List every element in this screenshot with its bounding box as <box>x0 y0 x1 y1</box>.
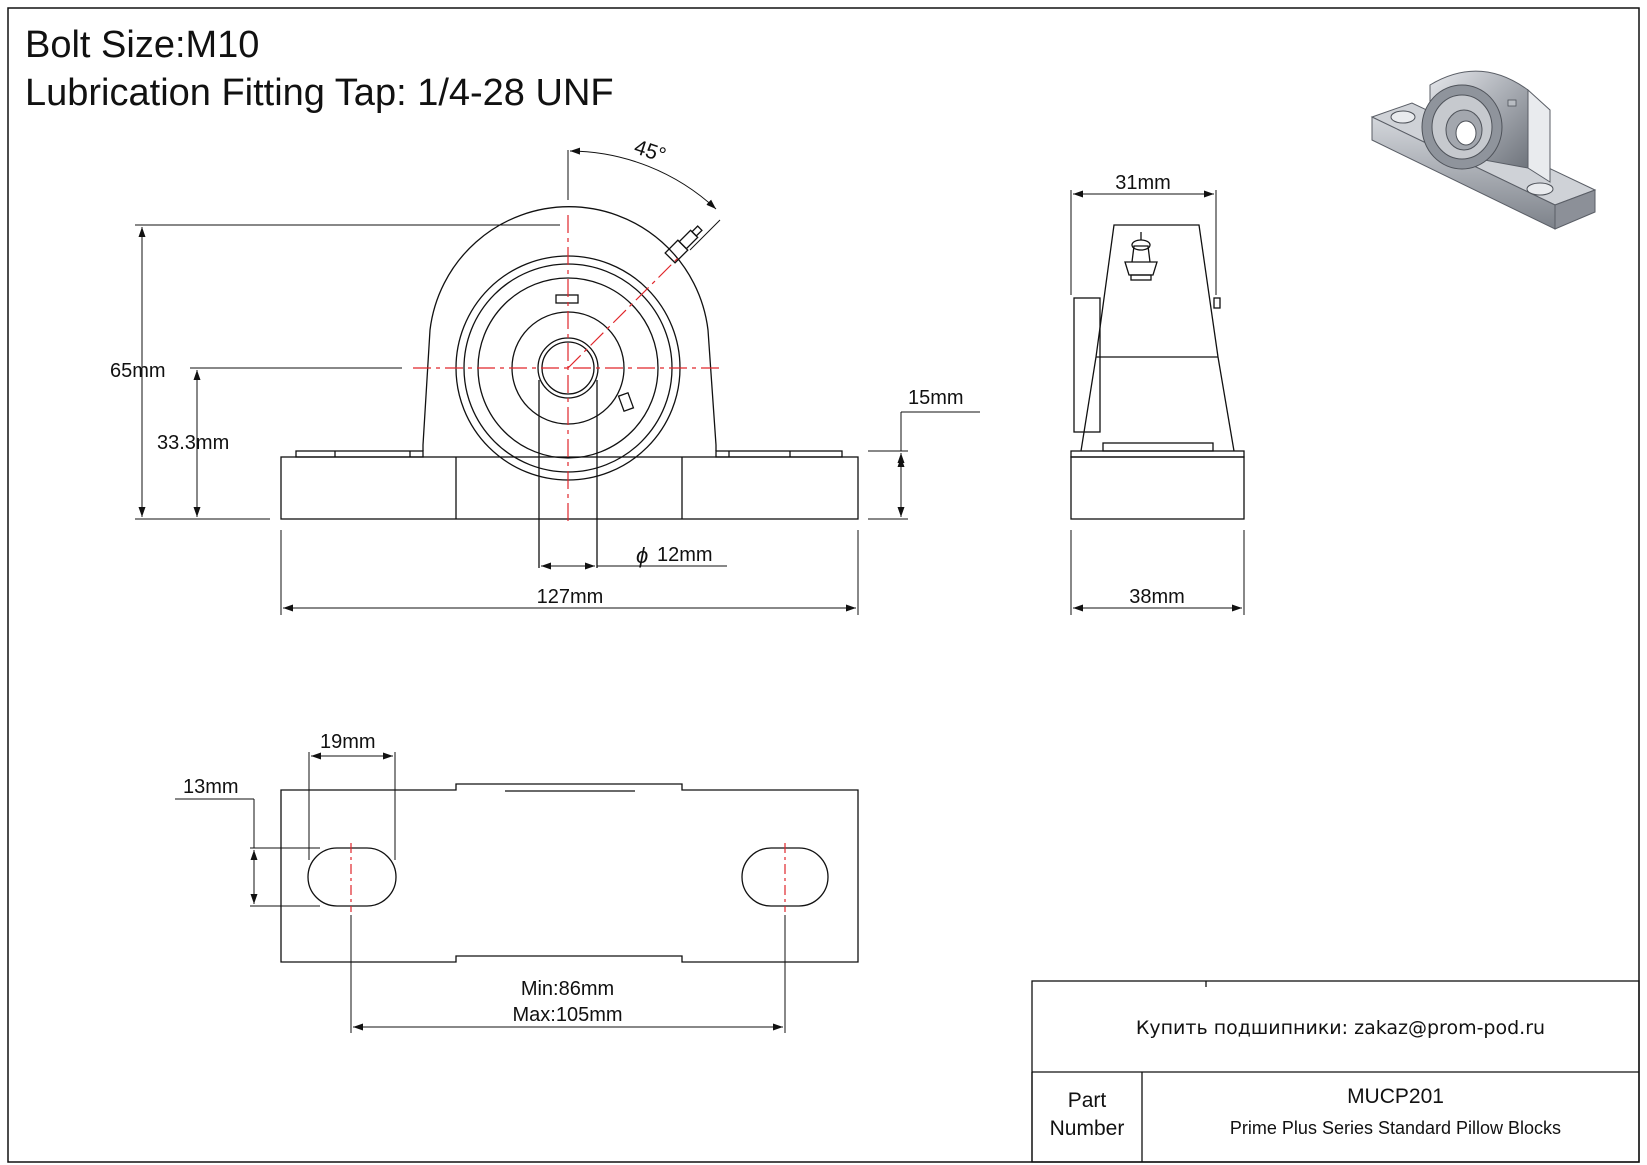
side-dimensions <box>1070 190 1245 615</box>
slot-length-label: 19mm <box>320 731 376 753</box>
diameter-symbol: ϕ <box>636 543 649 568</box>
front-view <box>280 206 859 568</box>
top-width-label: 31mm <box>1115 172 1171 194</box>
sheet-border <box>7 7 1640 1163</box>
bottom-view <box>280 783 859 963</box>
side-view <box>1070 224 1245 520</box>
front-centerlines <box>413 215 724 523</box>
base-height-label: 15mm <box>908 387 964 409</box>
title-block <box>1031 980 1640 1163</box>
lubrication-label: Lubrication Fitting Tap: 1/4-28 UNF <box>25 72 614 114</box>
bolt-spacing-max-label: Max:105mm <box>512 1004 623 1026</box>
front-dimensions <box>135 147 980 615</box>
bottom-centerlines <box>350 843 786 912</box>
part-number-value: MUCP201 <box>1347 1085 1444 1108</box>
bolt-size-label: Bolt Size:M10 <box>25 24 260 66</box>
pillow-block-render <box>1370 70 1597 230</box>
part-number-label: Part Number <box>1049 1089 1125 1140</box>
bore-label: 12mm <box>657 544 713 566</box>
contact-text: Купить подшипники: zakaz@prom-pod.ru <box>1135 1017 1546 1039</box>
bolt-spacing-min-label: Min:86mm <box>520 978 615 1000</box>
center-height-label: 33.3mm <box>157 432 230 454</box>
base-width-label: 38mm <box>1129 586 1185 608</box>
length-label: 127mm <box>536 586 604 608</box>
bottom-dimensions <box>175 752 786 1033</box>
height-total-label: 65mm <box>110 360 166 382</box>
part-description: Prime Plus Series Standard Pillow Blocks <box>1229 1118 1562 1138</box>
slot-width-label: 13mm <box>183 776 239 798</box>
